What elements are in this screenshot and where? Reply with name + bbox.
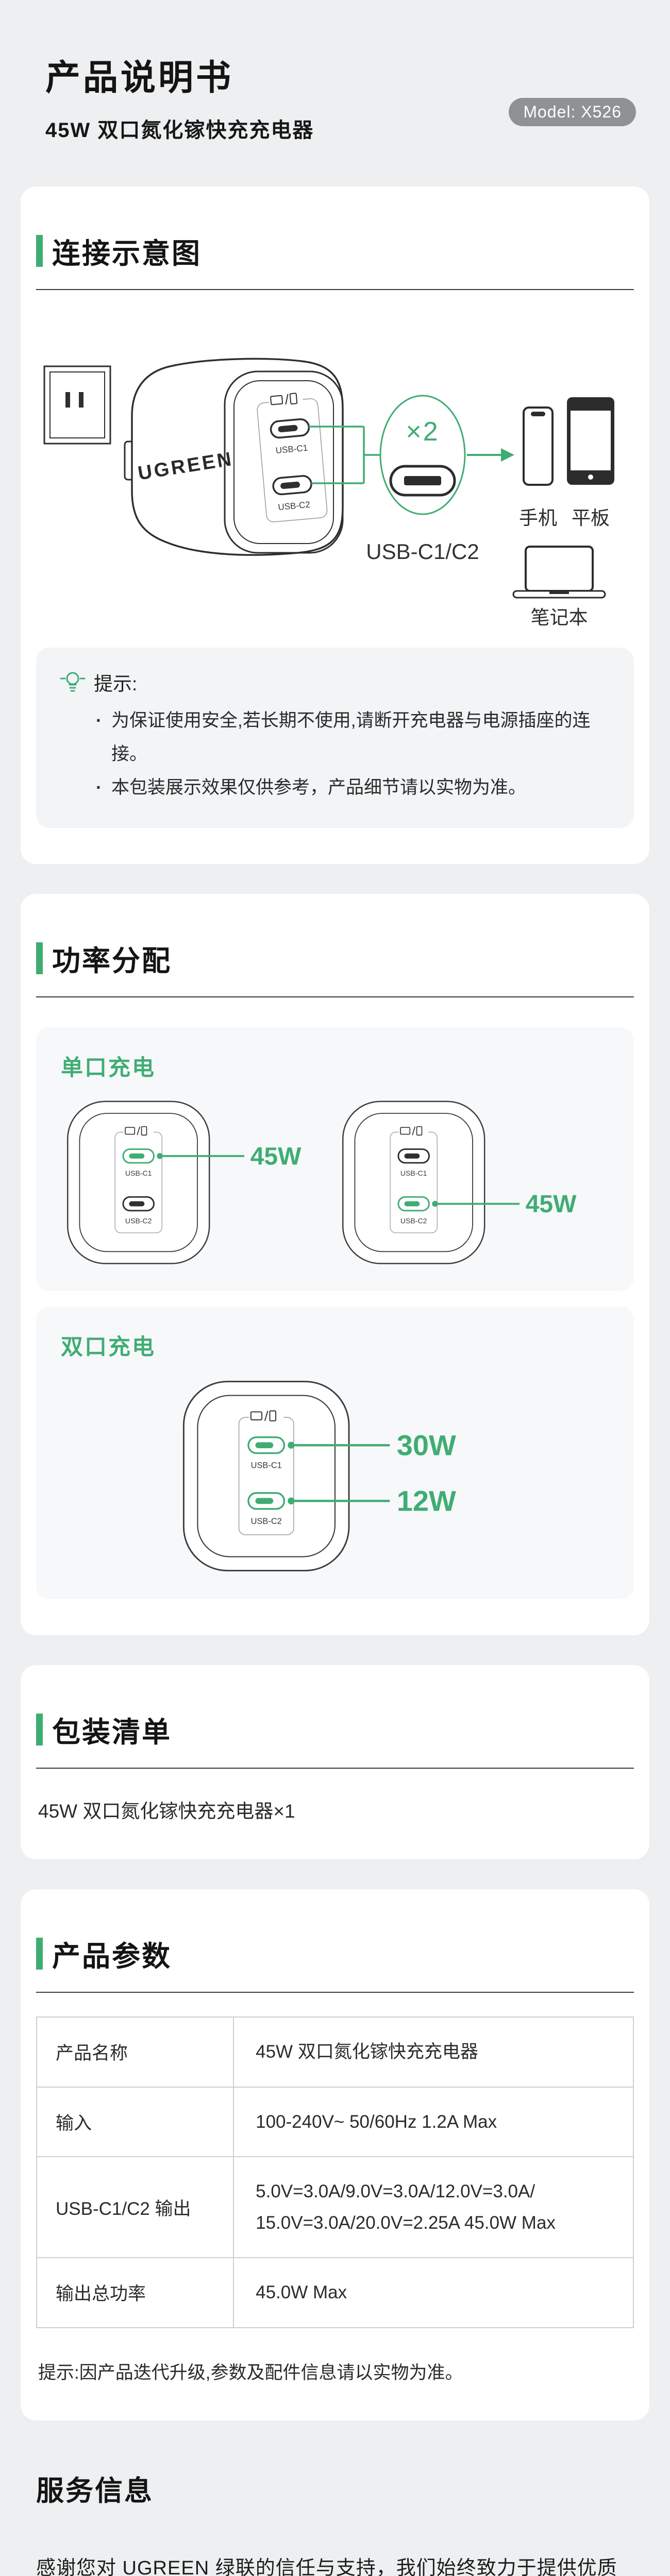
tip-list: 为保证使用安全,若长期不使用,请断开充电器与电源插座的连接。 本包装展示效果仅供… xyxy=(60,704,610,804)
spec-value: 100-240V~ 50/60Hz 1.2A Max xyxy=(233,2086,634,2157)
tip-title: 提示: xyxy=(94,673,138,694)
multiplier-label: ×2 xyxy=(406,417,439,447)
section-title: 产品参数 xyxy=(52,1940,172,1973)
laptop-label: 笔记本 xyxy=(531,607,588,628)
tip-item: 本包装展示效果仅供参考，产品细节请以实物为准。 xyxy=(94,771,610,805)
usb-c1-label: USB-C1 xyxy=(125,1169,152,1177)
connection-card: 连接示意图 UGREEN xyxy=(21,187,649,865)
table-row: 输出总功率 45.0W Max xyxy=(36,2257,634,2328)
single-port-label: 单口充电 xyxy=(61,1056,156,1081)
laptop-icon xyxy=(512,546,606,599)
connection-diagram-svg: UGREEN USB-C1 US xyxy=(43,358,614,628)
usb-c2-label: USB-C2 xyxy=(400,1217,427,1225)
device-mini-icons xyxy=(270,393,298,405)
charger-front-c1-45w: USB-C1 USB-C2 45W xyxy=(67,1100,301,1265)
single-port-box: 单口充电 US xyxy=(36,1027,634,1292)
divider xyxy=(36,996,634,998)
x2-ellipse-icon xyxy=(379,395,466,515)
page-title: 产品说明书 xyxy=(45,58,234,97)
spec-value: 5.0V=3.0A/9.0V=3.0A/12.0V=3.0A/ 15.0V=3.… xyxy=(233,2156,634,2259)
section-title: 连接示意图 xyxy=(52,238,202,269)
bulb-icon xyxy=(60,672,86,692)
charger-icon: UGREEN USB-C1 US xyxy=(124,358,344,556)
power-card: 功率分配 单口充电 xyxy=(21,894,649,1636)
arrow-right-icon xyxy=(467,448,514,462)
specs-card: 产品参数 产品名称 45W 双口氮化镓快充充电器 输入 100-240V~ 50… xyxy=(21,1889,649,2420)
divider xyxy=(36,1768,634,1769)
table-row: USB-C1/C2 输出 5.0V=3.0A/9.0V=3.0A/12.0V=3… xyxy=(36,2156,634,2259)
phone-label: 手机 xyxy=(519,507,557,529)
section-title: 包装清单 xyxy=(52,1716,172,1749)
charger-front-c2-45w: USB-C1 USB-C2 45W xyxy=(342,1100,577,1265)
service-text: 感谢您对 UGREEN 绿联的信任与支持，我们始终致力于提供优质的服务和产品。 … xyxy=(36,2549,634,2576)
spec-value: 45W 双口氮化镓快充充电器 xyxy=(233,2016,634,2088)
divider xyxy=(36,1992,634,1993)
phone-icon xyxy=(523,406,554,486)
spec-label: 输出总功率 xyxy=(36,2257,234,2328)
green-bar-icon xyxy=(36,235,43,267)
connection-diagram: UGREEN USB-C1 US xyxy=(36,326,634,630)
tip-box: 提示: 为保证使用安全,若长期不使用,请断开充电器与电源插座的连接。 本包装展示… xyxy=(36,648,634,828)
wattage-label: 45W xyxy=(250,1143,301,1171)
spec-label: 输入 xyxy=(36,2086,234,2157)
connection-lines xyxy=(309,426,380,484)
wattage-label: 12W xyxy=(397,1485,456,1517)
section-title: 功率分配 xyxy=(52,945,172,977)
usb-c1-label: USB-C1 xyxy=(400,1169,427,1177)
charger-front-dual: USB-C1 USB-C2 30W 12W xyxy=(182,1381,456,1572)
wattage-label: 45W xyxy=(526,1191,577,1218)
section-head-packing: 包装清单 xyxy=(36,1709,634,1750)
ports-label: USB-C1/C2 xyxy=(366,539,479,564)
spec-value: 45.0W Max xyxy=(233,2257,634,2328)
specs-table: 产品名称 45W 双口氮化镓快充充电器 输入 100-240V~ 50/60Hz… xyxy=(36,2016,634,2328)
packing-card: 包装清单 45W 双口氮化镓快充充电器×1 xyxy=(21,1665,649,1860)
green-bar-icon xyxy=(36,942,43,975)
usb-c-connector-icon xyxy=(389,465,456,497)
packing-item: 45W 双口氮化镓快充充电器×1 xyxy=(38,1801,295,1822)
wattage-label: 30W xyxy=(397,1429,456,1462)
page-subtitle: 45W 双口氮化镓快充充电器 xyxy=(45,119,314,142)
spec-label: 产品名称 xyxy=(36,2016,234,2088)
dual-port-box: 双口充电 USB-C1 xyxy=(36,1307,634,1600)
service-para1: 感谢您对 UGREEN 绿联的信任与支持，我们始终致力于提供优质的服务和产品。 xyxy=(36,2557,617,2576)
section-head-connection: 连接示意图 xyxy=(36,230,634,272)
tablet-label: 平板 xyxy=(572,507,610,529)
green-bar-icon xyxy=(36,1714,43,1746)
usb-c2-label: USB-C2 xyxy=(125,1217,152,1225)
service-title: 服务信息 xyxy=(36,2475,154,2506)
divider xyxy=(36,289,634,290)
model-badge: Model: X526 xyxy=(509,98,636,126)
section-head-specs: 产品参数 xyxy=(36,1933,634,1974)
usb-c2-label: USB-C2 xyxy=(251,1517,282,1526)
specs-note: 提示:因产品迭代升级,参数及配件信息请以实物为准。 xyxy=(38,2362,463,2383)
tip-item: 为保证使用安全,若长期不使用,请断开充电器与电源插座的连接。 xyxy=(94,704,610,771)
table-row: 产品名称 45W 双口氮化镓快充充电器 xyxy=(36,2016,634,2088)
wall-outlet-icon xyxy=(43,365,111,445)
section-head-power: 功率分配 xyxy=(36,938,634,979)
header: 产品说明书 45W 双口氮化镓快充充电器 xyxy=(0,0,670,143)
tablet-icon xyxy=(567,397,614,485)
table-row: 输入 100-240V~ 50/60Hz 1.2A Max xyxy=(36,2086,634,2157)
spec-label: USB-C1/C2 输出 xyxy=(36,2156,234,2259)
usb-c1-label: USB-C1 xyxy=(251,1461,282,1470)
green-bar-icon xyxy=(36,1938,43,1970)
dual-port-label: 双口充电 xyxy=(61,1335,156,1360)
